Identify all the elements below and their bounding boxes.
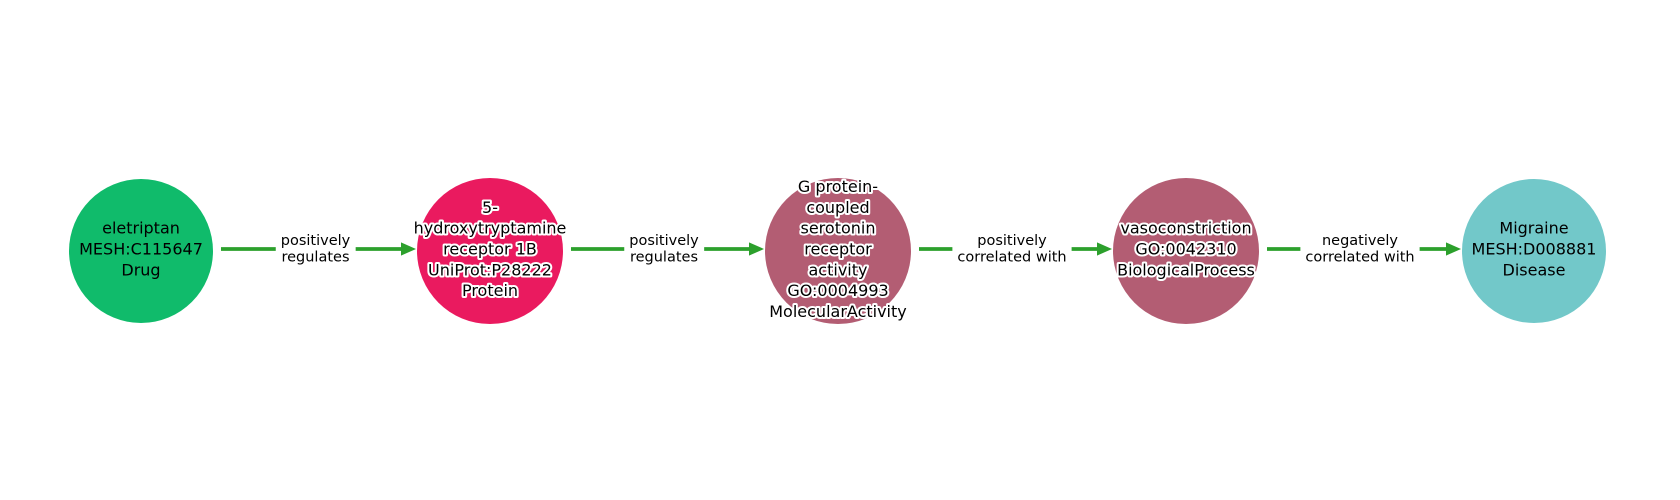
node-label-line: UniProt:P28222 [428, 260, 552, 279]
node-circle [765, 178, 911, 324]
edge-label-line: regulates [281, 249, 349, 265]
edge-label-line: correlated with [1305, 249, 1414, 265]
node-label-line: GO:0004993 [787, 281, 888, 300]
node-label-line: Protein [462, 281, 518, 300]
edge-label-background [624, 229, 705, 269]
edge-label-line: regulates [630, 249, 698, 265]
node-label-line: 5- [482, 198, 498, 217]
edge-label-line: positively [281, 233, 351, 249]
edge-label-background [1300, 229, 1420, 269]
node-label-line: G protein- [798, 177, 878, 196]
node-label-line: vasoconstriction [1120, 219, 1251, 238]
edge-arrowhead [749, 242, 764, 256]
node-label-line: coupled [806, 198, 869, 217]
edge-arrowhead [401, 242, 416, 256]
node-label-line: MolecularActivity [769, 302, 906, 321]
node-label-line: hydroxytryptamine [414, 219, 567, 238]
node-label-line: eletriptan [102, 219, 180, 238]
node-circle [69, 179, 213, 323]
node-label-line: MESH:D008881 [1472, 240, 1597, 259]
edge-label-line: positively [629, 233, 699, 249]
node-label-line: serotonin [801, 219, 876, 238]
node-label-line: Migraine [1499, 219, 1568, 238]
edge-label-background [952, 229, 1072, 269]
node-label-line: receptor 1B [443, 240, 537, 259]
node-circle [417, 178, 563, 324]
node-label-line: receptor [804, 240, 872, 259]
node-label-line: activity [809, 260, 868, 279]
edge-label-line: negatively [1322, 233, 1398, 249]
edge-arrowhead [1097, 242, 1112, 256]
edge-label-line: correlated with [957, 249, 1066, 265]
node-circle [1462, 179, 1606, 323]
node-label-line: Disease [1503, 260, 1566, 279]
node-label-line: BiologicalProcess [1117, 260, 1255, 279]
edge-label-line: positively [977, 233, 1047, 249]
node-circle [1113, 178, 1259, 324]
node-label-line: GO:0042310 [1135, 240, 1236, 259]
edge-label-background [275, 229, 356, 269]
node-label-line: MESH:C115647 [79, 240, 203, 259]
edge-arrowhead [1446, 242, 1461, 256]
node-label-line: Drug [121, 260, 160, 279]
